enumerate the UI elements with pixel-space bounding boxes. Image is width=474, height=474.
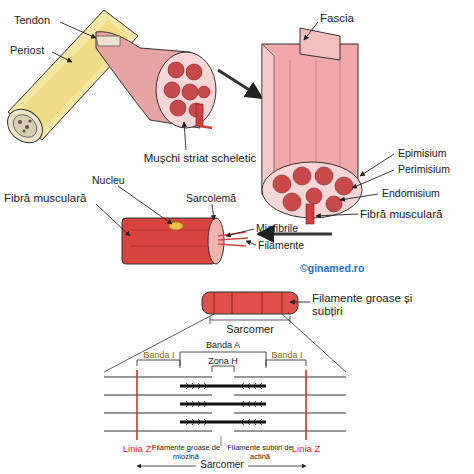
part-label: Perimisium [398, 163, 472, 175]
part-label: Sarcomer [196, 459, 248, 471]
muscle-drawing [96, 32, 216, 128]
part-label: Periost [10, 44, 70, 57]
part-label: Filamente [258, 239, 338, 251]
fascicle-block [262, 28, 362, 224]
part-label: Endomisium [382, 187, 468, 199]
band-label: Banda I [266, 350, 308, 360]
part-label: Sarcolemă [186, 192, 266, 204]
myofibril-segment [202, 292, 298, 324]
part-label: Tendon [14, 14, 74, 27]
part-label: Sarcomer [210, 323, 290, 336]
zoom-lines [104, 314, 346, 372]
part-label: Nucleu [92, 174, 152, 186]
muscle-fiber [122, 218, 248, 264]
part-label: Fibră musculară [360, 208, 472, 221]
watermark: ©ginamed.ro [300, 262, 410, 274]
band-label: Banda I [138, 350, 180, 360]
leader-lines [52, 22, 394, 302]
band-label: Banda A [193, 340, 253, 350]
band-label: Zona H [193, 356, 253, 366]
part-label: Filamente groase și subțiri [312, 292, 442, 318]
part-label: Epimisium [398, 147, 472, 159]
z-line-label: Linia Z [281, 444, 331, 455]
part-label: Miofibrile [256, 222, 336, 234]
part-label: Mușchi striat scheletic [130, 152, 270, 165]
sarcomere-schematic [104, 352, 346, 466]
part-label: Fascia [320, 12, 390, 25]
bone-drawing [1, 10, 138, 150]
part-label: Fibră musculară [4, 192, 114, 205]
flow-arrow [218, 70, 262, 98]
